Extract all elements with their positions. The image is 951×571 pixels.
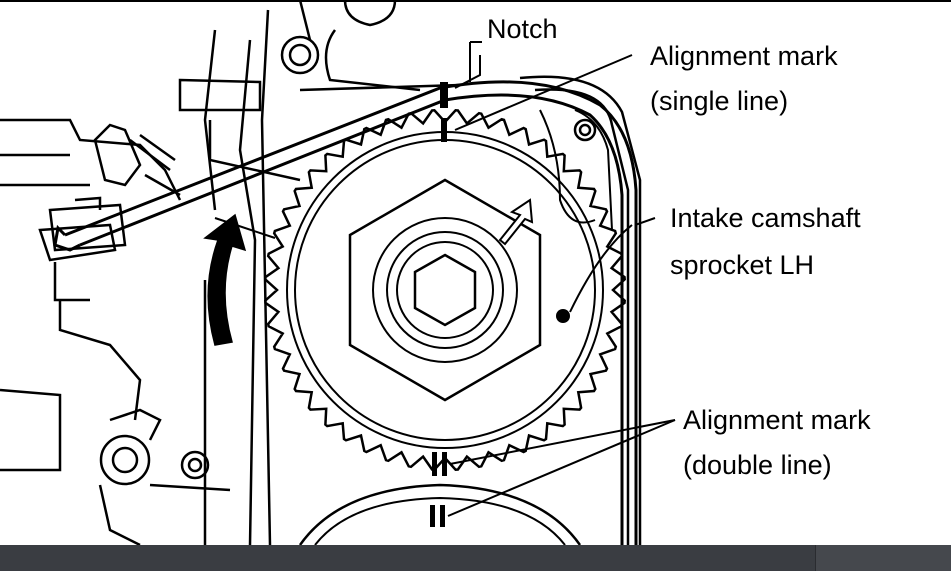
double-line-mark-2 [442,452,447,476]
notch-mark [440,55,481,108]
timing-belt-diagram [0,0,951,545]
sprocket-label-line2: sprocket LH [670,250,815,280]
leader-lines [447,41,676,517]
lower-double-mark-2 [440,505,445,527]
double-mark-label-line1: Alignment mark [683,405,871,435]
single-line-mark [441,118,447,142]
dowel-pin [556,309,570,323]
single-mark-label-line2: (single line) [650,86,789,116]
bottom-bar-segment [815,545,951,571]
engine-housing [0,0,642,545]
notch-label: Notch [487,14,558,44]
tensioner [48,196,127,252]
sprocket-teeth [264,109,626,471]
bottom-bar [0,545,951,571]
sprocket-label-line1: Intake camshaft [670,203,861,233]
double-mark-label-line2: (double line) [683,450,832,480]
single-mark-label-line1: Alignment mark [650,41,838,71]
lower-double-mark-1 [430,505,435,527]
double-line-mark-1 [432,452,437,476]
outline-arrow-icon [498,198,534,246]
curved-up-arrow-icon [203,213,247,346]
intake-camshaft-sprocket [264,109,626,476]
lower-sprocket [298,483,582,545]
